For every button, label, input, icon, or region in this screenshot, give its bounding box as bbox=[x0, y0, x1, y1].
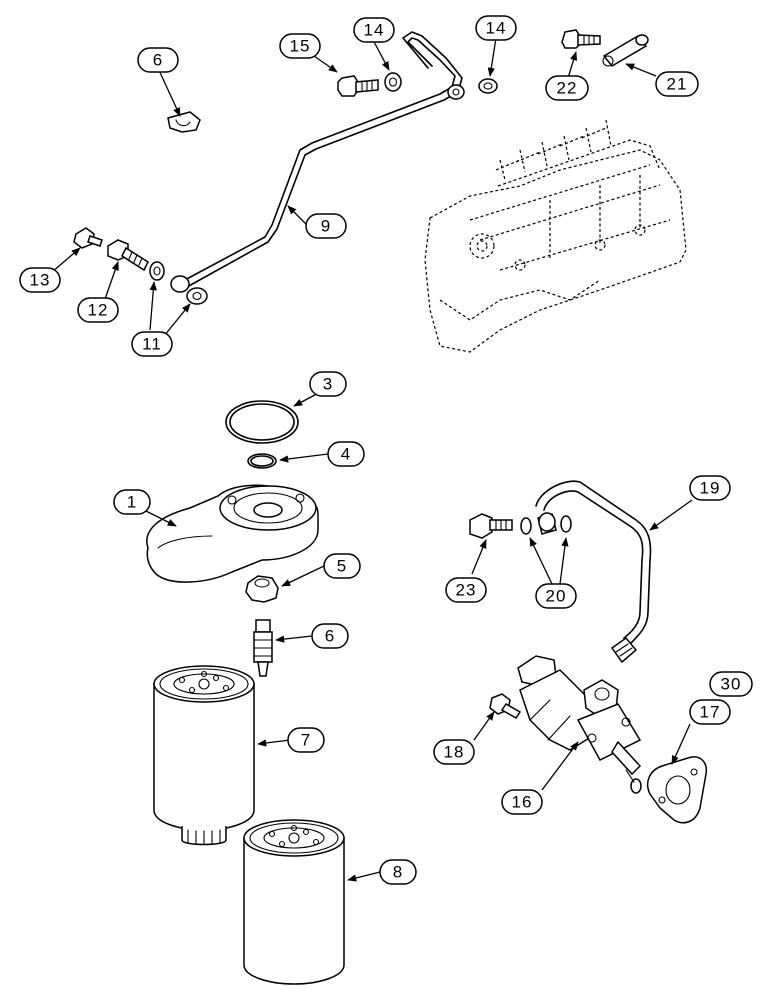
svg-text:7: 7 bbox=[301, 731, 311, 750]
callout-21: 23 bbox=[445, 577, 487, 603]
injection-pump-reference bbox=[424, 119, 687, 353]
callout-5: 5 bbox=[323, 553, 361, 579]
pump-gasket bbox=[646, 756, 708, 824]
callout-3: 3 bbox=[309, 371, 347, 397]
svg-text:17: 17 bbox=[700, 703, 721, 722]
callout-13: 13 bbox=[19, 267, 61, 293]
sealing-washer-a bbox=[384, 72, 402, 92]
callout-10: 6 bbox=[137, 47, 179, 73]
callout-18: 18 bbox=[433, 739, 475, 765]
hex-nut bbox=[245, 575, 279, 603]
svg-text:12: 12 bbox=[88, 301, 109, 320]
svg-text:14: 14 bbox=[364, 21, 385, 40]
screw-18 bbox=[489, 693, 522, 719]
callout-17: 17 bbox=[689, 699, 731, 725]
callout-15: 15 bbox=[279, 33, 321, 59]
svg-text:5: 5 bbox=[337, 557, 347, 576]
sealing-washer-20-a bbox=[520, 517, 532, 535]
fitting-13 bbox=[73, 227, 103, 249]
fuel-pipe bbox=[535, 480, 652, 664]
callout-6: 6 bbox=[311, 623, 349, 649]
leader-lines bbox=[51, 37, 693, 882]
svg-text:6: 6 bbox=[153, 51, 163, 70]
sealing-washer-20-b bbox=[560, 515, 572, 533]
hollow-bolt bbox=[561, 29, 601, 49]
filter-head bbox=[146, 484, 319, 583]
callout-1: 1 bbox=[113, 489, 151, 515]
svg-text:8: 8 bbox=[393, 863, 403, 882]
o-ring-small bbox=[247, 453, 277, 469]
callout-19: 19 bbox=[689, 475, 731, 501]
callout-9: 9 bbox=[305, 213, 347, 239]
banjo-fitting bbox=[537, 512, 557, 535]
callout-30: 30 bbox=[709, 671, 753, 697]
svg-text:15: 15 bbox=[290, 37, 311, 56]
line-clip bbox=[167, 111, 201, 133]
fuel-filter-primary bbox=[153, 665, 255, 846]
callout-16: 16 bbox=[501, 789, 543, 815]
svg-text:14: 14 bbox=[486, 19, 507, 38]
svg-text:13: 13 bbox=[30, 271, 51, 290]
o-ring-large bbox=[225, 400, 299, 444]
svg-text:19: 19 bbox=[700, 479, 721, 498]
callout-22: 21 bbox=[655, 71, 699, 97]
sealing-washer-b bbox=[478, 78, 498, 94]
callout-14b: 14 bbox=[475, 15, 517, 41]
svg-text:3: 3 bbox=[323, 375, 333, 394]
svg-text:23: 23 bbox=[456, 581, 477, 600]
svg-text:11: 11 bbox=[142, 335, 162, 354]
svg-text:30: 30 bbox=[721, 675, 742, 694]
callout-4: 4 bbox=[327, 441, 365, 467]
svg-text:18: 18 bbox=[444, 743, 465, 762]
callout-7: 7 bbox=[287, 727, 325, 753]
svg-text:1: 1 bbox=[127, 493, 137, 512]
svg-text:4: 4 bbox=[341, 445, 351, 464]
callout-11: 11 bbox=[131, 331, 173, 357]
fuel-filter-secondary bbox=[243, 819, 345, 985]
svg-text:21: 21 bbox=[667, 75, 688, 94]
callout-8: 8 bbox=[379, 859, 417, 885]
svg-text:16: 16 bbox=[512, 793, 533, 812]
tube-sleeve bbox=[602, 34, 649, 67]
svg-text:9: 9 bbox=[321, 217, 331, 236]
callout-12: 12 bbox=[77, 297, 119, 323]
valve-fitting bbox=[253, 619, 273, 677]
callout-23: 22 bbox=[545, 75, 589, 101]
washer-11-a bbox=[149, 261, 165, 281]
callout-20: 20 bbox=[535, 583, 577, 609]
callout-14a: 14 bbox=[353, 17, 395, 43]
svg-text:6: 6 bbox=[325, 627, 335, 646]
washer-11-b bbox=[186, 287, 208, 305]
lift-pump bbox=[517, 655, 642, 794]
banjo-bolt bbox=[337, 75, 379, 97]
banjo-bolt-12 bbox=[107, 239, 149, 272]
svg-text:22: 22 bbox=[557, 79, 578, 98]
svg-text:20: 20 bbox=[546, 587, 567, 606]
fuel-line-tube bbox=[170, 31, 465, 293]
banjo-bolt-21 bbox=[469, 513, 513, 539]
